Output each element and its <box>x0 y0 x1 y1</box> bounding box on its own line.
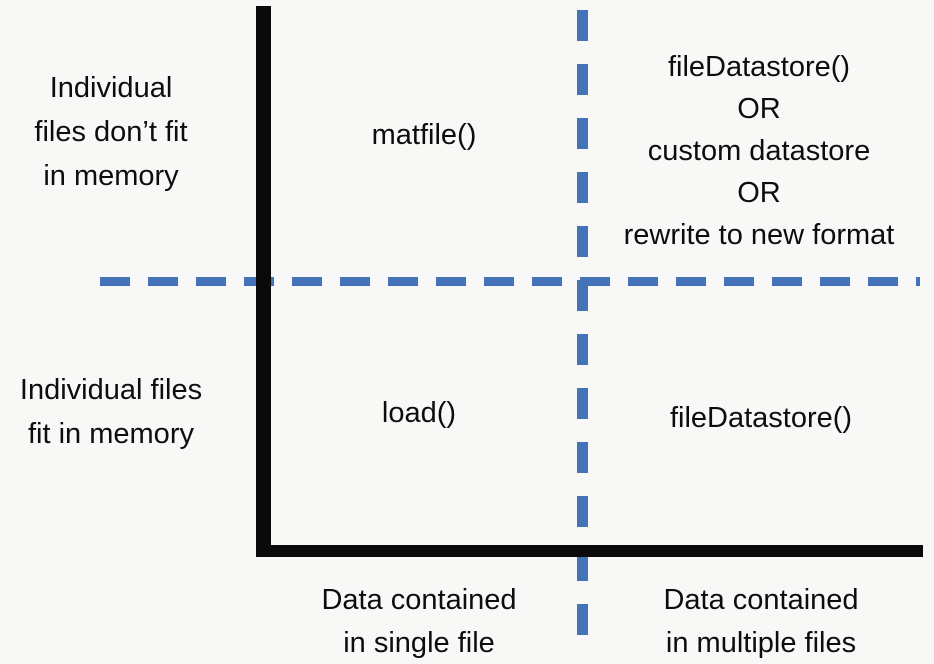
y-axis-label-bottom-line1: Individual files <box>19 374 203 406</box>
quadrant-top-right-line4: OR <box>737 177 781 209</box>
quadrant-bottom-right-value: fileDatastore() <box>669 402 853 434</box>
y-axis-label-top-line2: files don’t fit <box>34 116 188 148</box>
x-axis-label-single-file-line1: Data contained <box>321 584 517 616</box>
y-axis-label-top-line3: in memory <box>43 160 179 192</box>
y-axis-label-bottom-line2: fit in memory <box>28 418 194 450</box>
x-axis-label-multiple-files: Data contained in multiple files <box>588 579 934 664</box>
x-axis-label-multiple-files-line1: Data contained <box>663 584 859 616</box>
horizontal-dashed-divider <box>100 277 920 286</box>
x-axis-line <box>256 545 923 557</box>
quadrant-top-left-value: matfile() <box>371 119 477 151</box>
y-axis-label-top: Individual files don’t fit in memory <box>0 66 222 198</box>
x-axis-label-single-file: Data contained in single file <box>266 579 572 664</box>
quadrant-top-right-line2: OR <box>737 93 781 125</box>
y-axis-label-top-line1: Individual <box>49 72 173 104</box>
quadrant-bottom-left-value: load() <box>381 397 457 429</box>
quadrant-top-right-value: fileDatastore() OR custom datastore OR r… <box>584 46 934 256</box>
x-axis-label-multiple-files-line2: in multiple files <box>665 627 857 659</box>
x-axis-label-single-file-line2: in single file <box>343 627 495 659</box>
quadrant-top-right-line3: custom datastore <box>647 135 871 167</box>
quadrant-top-right-line5: rewrite to new format <box>623 219 895 251</box>
y-axis-label-bottom: Individual files fit in memory <box>0 368 222 456</box>
vertical-dashed-divider <box>577 10 588 658</box>
y-axis-line <box>256 6 271 557</box>
quadrant-top-right-line1: fileDatastore() <box>667 51 851 83</box>
